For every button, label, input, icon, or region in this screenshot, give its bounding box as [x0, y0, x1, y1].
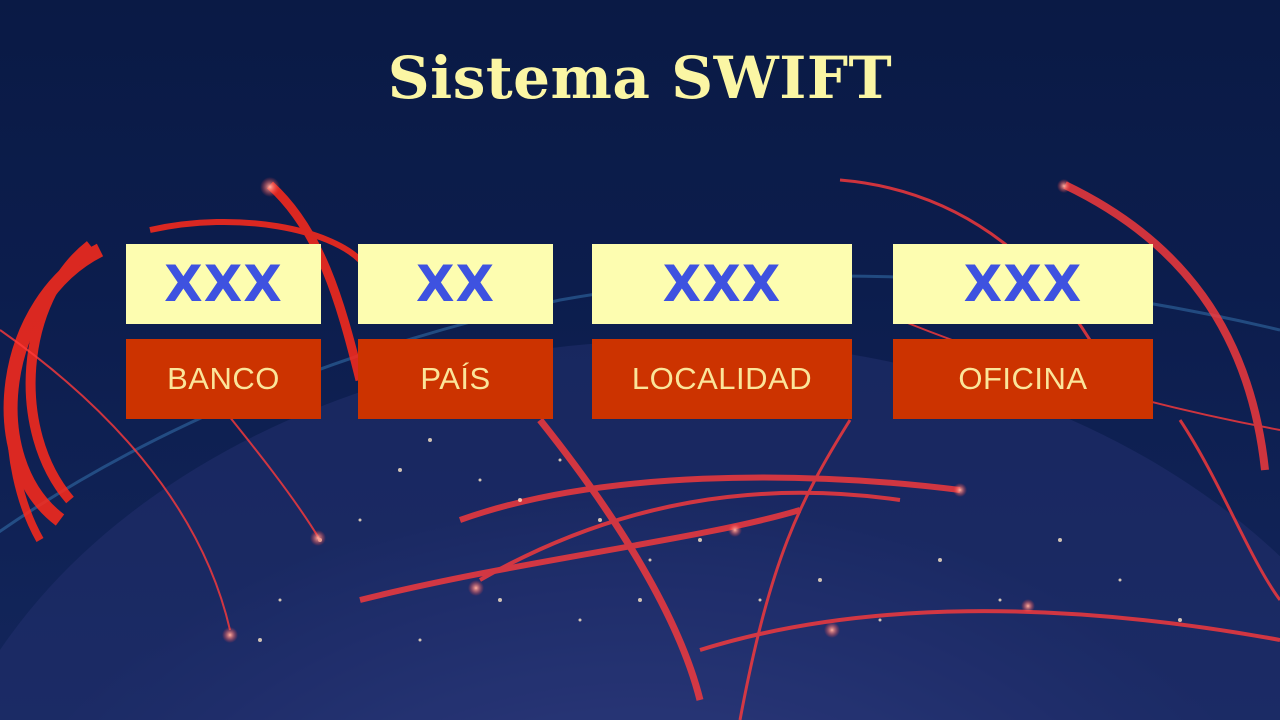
code-box-pais: XX	[358, 244, 553, 324]
code-box-banco: XXX	[126, 244, 321, 324]
label-box-oficina: OFICINA	[893, 339, 1153, 419]
code-box-oficina: XXX	[893, 244, 1153, 324]
label-box-localidad: LOCALIDAD	[592, 339, 852, 419]
label-box-pais: PAÍS	[358, 339, 553, 419]
code-box-localidad: XXX	[592, 244, 852, 324]
label-box-banco: BANCO	[126, 339, 321, 419]
page-title: Sistema SWIFT	[387, 44, 893, 112]
